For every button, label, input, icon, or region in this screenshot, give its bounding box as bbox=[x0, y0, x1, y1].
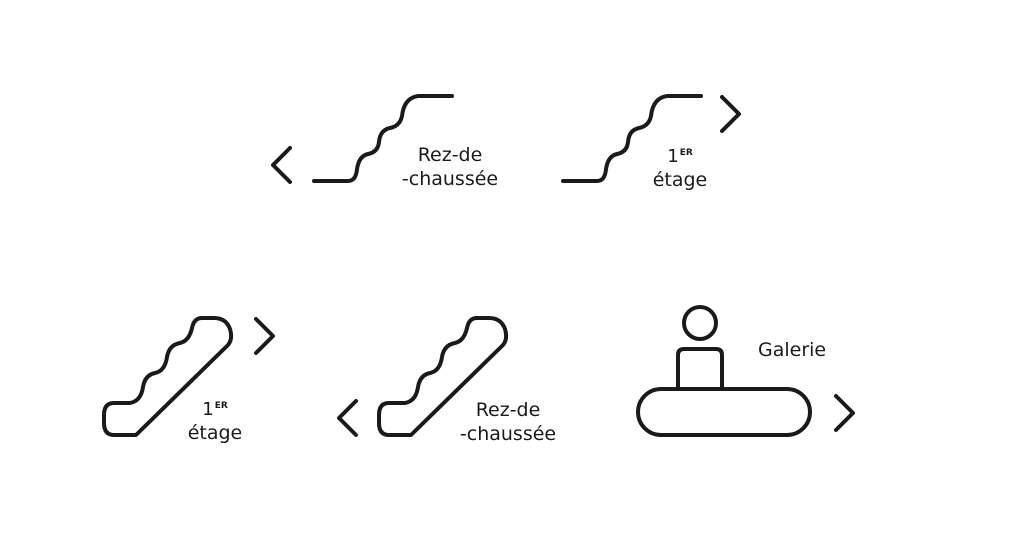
label-line: étage bbox=[652, 169, 708, 191]
chevron-right-icon bbox=[720, 95, 741, 133]
stairs-ground-label: Rez-de -chaussée bbox=[388, 143, 512, 191]
label-line: Rez-de bbox=[475, 399, 541, 421]
stairs-icon bbox=[312, 94, 454, 183]
moving-walkway-icon bbox=[636, 305, 812, 437]
ordinal-number: 1 bbox=[202, 399, 214, 420]
ordinal-number: 1 bbox=[667, 146, 679, 167]
escalator-icon bbox=[377, 316, 509, 437]
escalator-ground-label: Rez-de -chaussée bbox=[446, 398, 570, 446]
label-line: -chaussée bbox=[459, 423, 557, 445]
label-line: -chaussée bbox=[401, 168, 499, 190]
escalator-first-label: 1ER étage bbox=[165, 397, 265, 445]
chevron-right-icon bbox=[834, 394, 855, 432]
ordinal-suffix: ER bbox=[679, 148, 693, 158]
label-line: Rez-de bbox=[417, 144, 483, 166]
ordinal: 1ER bbox=[202, 397, 228, 419]
label-line: étage bbox=[187, 422, 243, 444]
chevron-left-icon bbox=[337, 399, 358, 437]
stairs-first-label: 1ER étage bbox=[630, 144, 730, 192]
escalator-icon bbox=[102, 316, 234, 437]
walkway-gallery-label: Galerie bbox=[758, 339, 827, 361]
stairs-icon bbox=[561, 94, 703, 183]
chevron-left-icon bbox=[271, 146, 292, 184]
chevron-right-icon bbox=[254, 317, 275, 355]
ordinal: 1ER bbox=[667, 144, 693, 166]
ordinal-suffix: ER bbox=[214, 401, 228, 411]
